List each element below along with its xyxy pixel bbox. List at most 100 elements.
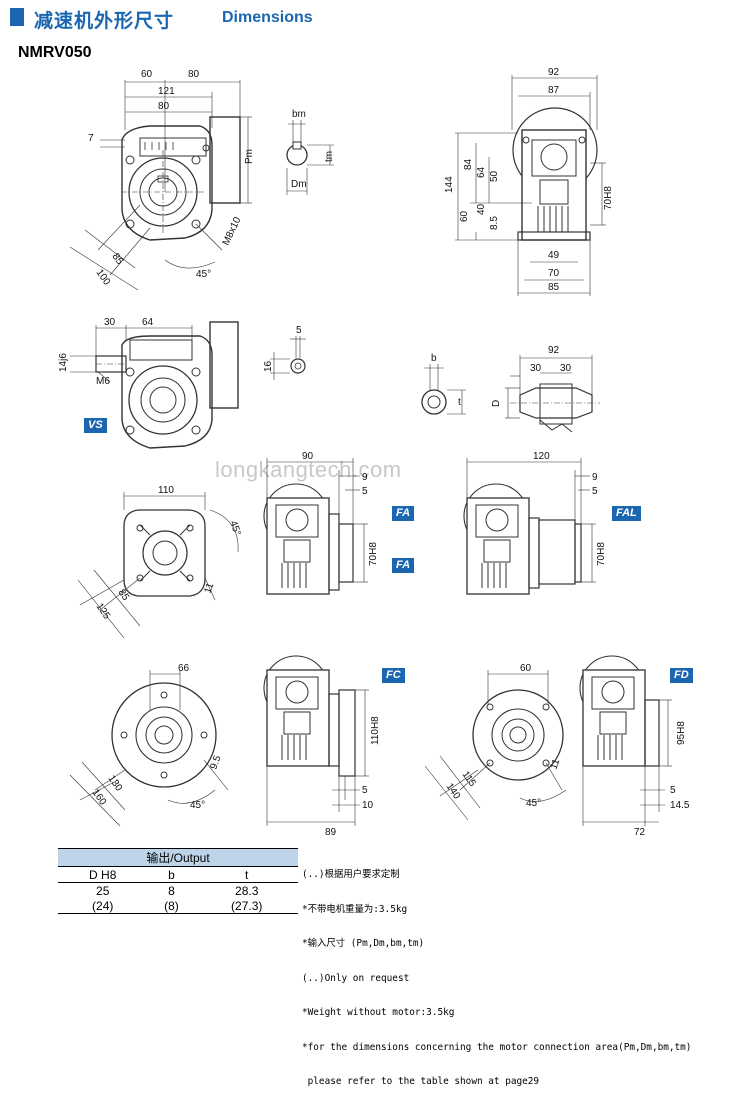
note-line: (..)根据用户要求定制 bbox=[302, 869, 400, 880]
dim-49: 49 bbox=[548, 250, 560, 261]
dim-m8x10: M8x10 bbox=[221, 215, 244, 247]
note-line: *for the dimensions concerning the motor… bbox=[302, 1041, 692, 1053]
dim-9-5: 9.5 bbox=[208, 754, 223, 771]
title-english: Dimensions bbox=[222, 9, 313, 26]
fd-side-view bbox=[579, 655, 672, 826]
gearbox-side-view bbox=[512, 107, 598, 241]
dim-5: 5 bbox=[296, 325, 302, 336]
fc-flange-view bbox=[69, 670, 229, 827]
fc-side-view bbox=[263, 655, 369, 826]
input-shaft-key-detail bbox=[286, 120, 334, 195]
dim-60s: 60 bbox=[459, 210, 470, 222]
header-square-icon bbox=[10, 8, 24, 26]
dim-140: 140 bbox=[444, 781, 463, 801]
note-line: *不带电机重量为:3.5kg bbox=[302, 903, 408, 915]
angle-45-fd: 45° bbox=[526, 798, 541, 809]
dim-80b: 80 bbox=[158, 101, 170, 112]
dim-8-5: 8.5 bbox=[489, 216, 500, 230]
note-line: *Weight without motor:3.5kg bbox=[302, 1007, 455, 1018]
gearbox-front-view bbox=[121, 116, 241, 241]
cell-dh8: (24) bbox=[58, 898, 148, 914]
tag-vs: VS bbox=[84, 418, 107, 433]
fd-flange-view bbox=[424, 670, 567, 821]
cell-b: 8 bbox=[168, 883, 175, 898]
dim-110h8: 110H8 bbox=[370, 716, 381, 745]
dim-70h8: 70H8 bbox=[603, 186, 614, 210]
dim-92o: 92 bbox=[548, 345, 560, 356]
dim-30: 30 bbox=[104, 317, 116, 328]
col-header-t: t bbox=[195, 866, 298, 883]
dim-110: 110 bbox=[158, 485, 174, 496]
tag-fd: FD bbox=[670, 668, 693, 683]
cell-t: 28.3 bbox=[235, 883, 259, 898]
tag-fc: FC bbox=[382, 668, 405, 683]
dim-t: t bbox=[458, 397, 461, 408]
dim-tm: tm bbox=[324, 151, 335, 162]
dim-9: 9 bbox=[362, 472, 368, 483]
dim-85f: 85 bbox=[116, 587, 132, 603]
dim-60fd: 60 bbox=[520, 663, 532, 674]
angle-45-fc: 45° bbox=[190, 800, 205, 811]
dim-11fd: 11 bbox=[548, 757, 562, 771]
dim-5fa: 5 bbox=[362, 486, 368, 497]
watermark: longkangtech.com bbox=[215, 457, 402, 482]
dim-72: 72 bbox=[634, 827, 646, 838]
dim-80: 80 bbox=[188, 69, 200, 80]
front-dimension-lines bbox=[69, 80, 252, 291]
dim-64: 64 bbox=[476, 166, 487, 178]
dim-89: 89 bbox=[325, 827, 337, 838]
side-dimension-lines bbox=[455, 75, 606, 296]
dim-30a: 30 bbox=[530, 363, 542, 374]
table-row: (24) (8) (27.3) bbox=[58, 898, 298, 914]
dim-m6: M6 bbox=[96, 376, 110, 387]
dim-10: 10 bbox=[362, 800, 374, 811]
angle-45: 45° bbox=[196, 269, 211, 280]
dim-30b: 30 bbox=[560, 363, 572, 374]
dim-dm: Dm bbox=[291, 179, 307, 190]
tag-fal: FAL bbox=[612, 506, 641, 521]
cell-t: (27.3) bbox=[195, 898, 298, 914]
note-line: please refer to the table shown at page2… bbox=[302, 1076, 540, 1087]
dim-70h8-fa: 70H8 bbox=[368, 542, 379, 566]
dim-16: 16 bbox=[263, 360, 274, 372]
dim-144: 144 bbox=[444, 176, 455, 193]
header-bar: 减速机外形尺寸 Dimensions bbox=[0, 0, 750, 38]
dim-14j6: 14j6 bbox=[58, 353, 69, 372]
vs-shaft-key-detail bbox=[270, 336, 306, 380]
dim-7: 7 bbox=[88, 133, 94, 144]
cell-dh8: 25 bbox=[96, 883, 110, 898]
notes-block: (..)根据用户要求定制 *不带电机重量为:3.5kg *输入尺寸 (Pm,Dm… bbox=[302, 846, 742, 1099]
dim-130: 130 bbox=[106, 773, 125, 793]
dim-120: 120 bbox=[533, 451, 550, 462]
dim-85s: 85 bbox=[548, 282, 560, 293]
col-header-dh8: D H8 bbox=[58, 866, 148, 883]
vs-dimension-lines bbox=[70, 325, 193, 383]
dim-b: b bbox=[431, 353, 437, 364]
dim-pm: Pm bbox=[244, 149, 255, 164]
dim-9fal: 9 bbox=[592, 472, 598, 483]
cell-b: (8) bbox=[147, 898, 196, 914]
dim-90: 90 bbox=[302, 451, 314, 462]
technical-drawing: 60 80 121 80 7 Pm M8x10 85 100 45° bm tm… bbox=[58, 67, 690, 838]
dim-70h8-fal: 70H8 bbox=[596, 542, 607, 566]
output-table: 输出/Output D H8 b t 25 8 28.3 (24) (8) (2… bbox=[58, 848, 298, 914]
fal-side-view bbox=[463, 458, 596, 595]
dim-115: 115 bbox=[460, 769, 478, 789]
dim-85: 85 bbox=[110, 251, 126, 267]
dim-bm: bm bbox=[292, 109, 306, 120]
dim-160: 160 bbox=[90, 787, 109, 807]
model-name: NMRV050 bbox=[18, 44, 92, 61]
note-line: (..)Only on request bbox=[302, 972, 410, 984]
fa-flange-view bbox=[77, 492, 239, 639]
output-table-title: 输出/Output bbox=[58, 848, 298, 867]
dim-64: 64 bbox=[142, 317, 154, 328]
dim-70: 70 bbox=[548, 268, 560, 279]
dim-92: 92 bbox=[548, 67, 560, 78]
dim-40: 40 bbox=[476, 203, 487, 215]
dim-125: 125 bbox=[94, 601, 113, 621]
dim-87: 87 bbox=[548, 85, 560, 96]
dim-5fd: 5 bbox=[670, 785, 676, 796]
dim-14-5: 14.5 bbox=[670, 800, 690, 811]
dim-d: D bbox=[491, 400, 502, 407]
table-row: 25 8 28.3 bbox=[58, 883, 298, 899]
